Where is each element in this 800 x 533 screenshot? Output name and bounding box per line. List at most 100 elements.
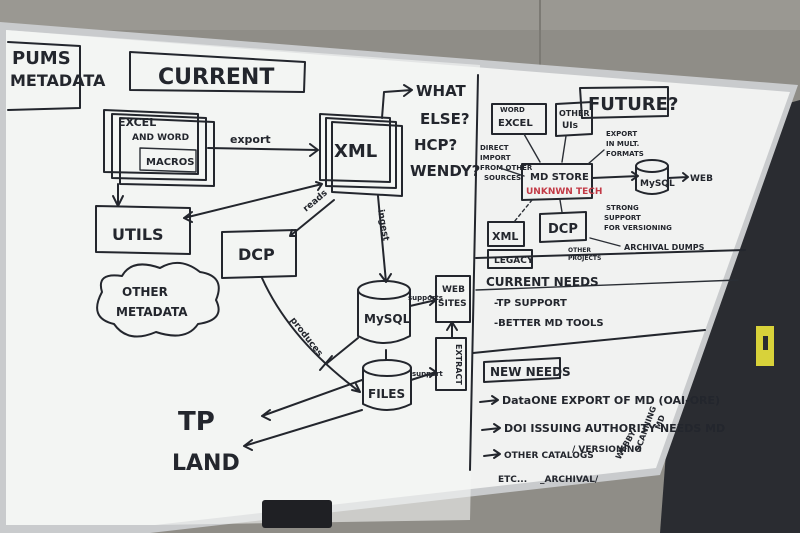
- utils-excel-arrow: [112, 183, 124, 207]
- support-label: support: [412, 370, 443, 378]
- md-store-dcp-link: [559, 199, 563, 213]
- strong-support-line1: STRONG: [606, 204, 639, 212]
- new-need-versioning: / VERSIONING: [572, 445, 642, 455]
- tp-land-arrow1: [261, 379, 363, 421]
- legacy-box: [487, 249, 533, 269]
- corner-title-line1: PUMS: [12, 48, 71, 69]
- mysql-body: [357, 289, 411, 344]
- direct-import-line3: FROM OTHER: [480, 164, 533, 172]
- word-excel-line2: EXCEL: [498, 118, 533, 129]
- mysql-label: MySQL: [364, 312, 411, 326]
- direct-import-line4: SOURCES: [484, 174, 521, 182]
- other-uis-line2: UIs: [562, 121, 578, 131]
- other-proj-line1: OTHER: [568, 247, 591, 254]
- wall-top: [0, 0, 800, 30]
- current-need-2: -BETTER MD TOOLS: [494, 318, 604, 329]
- web-sites-line1: WEB: [442, 285, 465, 295]
- macros-label: MACROS: [146, 157, 194, 168]
- extract-label: EXTRACT: [454, 344, 463, 385]
- macros-box: [139, 147, 197, 173]
- files-label: FILES: [368, 387, 405, 401]
- future-dcp-label: DCP: [548, 222, 578, 237]
- new-need-3: OTHER CATALOGS: [504, 451, 594, 461]
- new-need-arrow-2: [481, 423, 501, 433]
- current-need-1: -TP SUPPORT: [494, 298, 567, 309]
- extract-web-arrow: [446, 321, 458, 339]
- excel-word-line1: EXCEL: [118, 116, 156, 129]
- export-formats-line1: EXPORT: [606, 130, 637, 138]
- xml-box: [319, 113, 391, 183]
- xml-shadow1: [325, 117, 397, 189]
- direct-import-line2: IMPORT: [480, 154, 511, 162]
- md-store-mysql-arrow: [591, 171, 639, 181]
- tp-land-line1: TP: [178, 407, 215, 437]
- future-web-arrow: [667, 172, 689, 182]
- new-need-1: DataONE EXPORT OF MD (OAI-ORE): [502, 394, 720, 407]
- needs-divider: [472, 329, 706, 354]
- other-proj-line2: PROJECTS: [568, 255, 601, 262]
- question-wendy: WENDY?: [410, 162, 480, 180]
- direct-import-line1: DIRECT: [480, 144, 509, 152]
- new-need-2: DOI ISSUING AUTHORITY NEEDS MD: [504, 422, 725, 435]
- export-label: export: [230, 133, 271, 146]
- future-heading-box: [579, 86, 669, 119]
- utils-box: [95, 205, 191, 255]
- md-store-box: [521, 163, 593, 201]
- current-needs-heading: CURRENT NEEDS: [486, 275, 599, 289]
- new-needs-heading: NEW NEEDS: [490, 365, 571, 379]
- future-xml-label: XML: [492, 230, 518, 243]
- current-heading: CURRENT: [158, 65, 274, 90]
- new-need-arrow-3: [483, 449, 501, 459]
- strong-support-line3: FOR VERSIONING: [604, 224, 672, 232]
- future-needs-divider: [475, 249, 746, 259]
- archival-arrow: [589, 237, 621, 247]
- excel-word-shadow1: [111, 113, 207, 181]
- legacy-label: LEGACY: [494, 256, 534, 266]
- word-excel-box: [491, 103, 547, 135]
- other-metadata-line1: OTHER: [122, 285, 168, 299]
- corner-title-line2: METADATA: [10, 71, 106, 90]
- current-needs-underline: [475, 279, 739, 291]
- future-dcp-box: [539, 211, 587, 243]
- tp-land-line2: LAND: [172, 451, 240, 476]
- tp-land-arrow2: [243, 409, 363, 451]
- new-needs-box: [483, 357, 561, 383]
- future-web-label: WEB: [690, 174, 713, 184]
- reads-arrow: [289, 199, 335, 237]
- other-uis-line1: OTHER: [559, 109, 590, 118]
- utils-xml-arrow: [183, 181, 323, 223]
- excel-word-shadow2: [119, 117, 215, 187]
- other-metadata-line2: METADATA: [116, 305, 188, 319]
- unknown-tech-label: UNKNWN TECH: [526, 187, 602, 197]
- produces-arrow: [261, 277, 361, 393]
- future-input-arrows: [499, 133, 567, 177]
- future-xml-box: [487, 221, 525, 247]
- web-sites-line2: SITES: [438, 299, 467, 309]
- future-mysql-label: MySQL: [640, 179, 675, 189]
- md-store-xml-link: [513, 199, 533, 223]
- dcp-label: DCP: [238, 245, 275, 264]
- strong-support-line2: SUPPORT: [604, 214, 641, 222]
- question-else: ELSE?: [420, 110, 470, 128]
- eraser: [262, 500, 332, 528]
- xml-label: XML: [334, 141, 377, 162]
- mysql-produce-link: [319, 337, 359, 371]
- what-else-arrow: [381, 84, 413, 119]
- current-future-divider: [469, 74, 479, 471]
- word-excel-line1: WORD: [500, 106, 525, 114]
- archival-dumps-label: ARCHIVAL DUMPS: [624, 243, 705, 252]
- excel-word-box: [103, 109, 199, 175]
- question-hcp: HCP?: [414, 136, 457, 154]
- xml-shadow2: [331, 121, 403, 197]
- corner-title-box: [7, 41, 81, 111]
- files-body: [362, 367, 412, 411]
- export-arrow: [207, 143, 319, 157]
- excel-word-line2: AND WORD: [132, 133, 189, 143]
- new-need-etc: ETC...: [498, 475, 527, 485]
- other-uis-box: [555, 101, 593, 137]
- web-sites-box: [435, 275, 471, 323]
- future-heading: FUTURE?: [588, 94, 678, 115]
- supports-label: supports: [408, 294, 443, 302]
